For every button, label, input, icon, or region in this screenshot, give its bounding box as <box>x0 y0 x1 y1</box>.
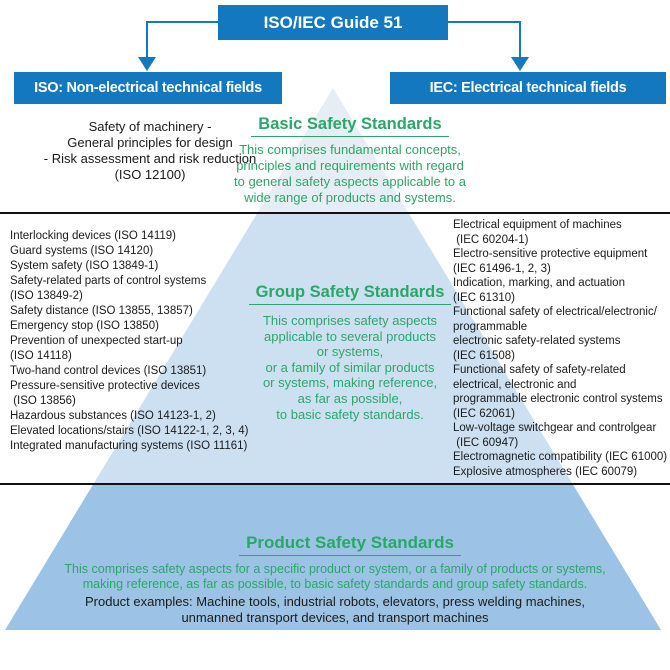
standard-item: (ISO 13849-2) <box>10 290 83 302</box>
iso-field-box: ISO: Non-electrical technical fields <box>14 72 282 104</box>
standard-item: Low-voltage switchgear and controlgear <box>453 422 657 434</box>
standard-item: Interlocking devices (ISO 14119) <box>10 230 176 242</box>
iec-field-box: IEC: Electrical technical fields <box>390 72 666 104</box>
pyramid-tier-product <box>5 483 661 630</box>
standard-item: (ISO 13856) <box>10 395 76 407</box>
standard-item: Hazardous substances (ISO 14123-1, 2) <box>10 410 216 422</box>
iec-group-standards-list: Electrical equipment of machines (IEC 60… <box>453 218 667 479</box>
standard-item: Prevention of unexpected start-up <box>10 335 183 347</box>
standard-item: Guard systems (ISO 14120) <box>10 245 154 257</box>
connector-right-vertical <box>519 21 521 58</box>
standard-item: Electrical equipment of machines <box>453 219 622 231</box>
iso-field-label: ISO: Non-electrical technical fields <box>34 80 262 96</box>
separator-group-product <box>0 483 670 485</box>
group-safety-standards-title: Group Safety Standards <box>230 283 470 305</box>
group-safety-standards-description: This comprises safety aspects applicable… <box>262 313 438 422</box>
basic-safety-standards-title: Basic Safety Standards <box>210 115 490 137</box>
standard-item: Indication, marking, and actuation <box>453 277 625 289</box>
standard-item: Integrated manufacturing systems (ISO 11… <box>10 440 248 452</box>
standard-item: Functional safety of electrical/electron… <box>453 306 657 318</box>
guide-51-label: ISO/IEC Guide 51 <box>263 12 403 32</box>
standard-item: Pressure-sensitive protective devices <box>10 380 200 392</box>
product-examples-text: Product examples: Machine tools, industr… <box>84 594 586 625</box>
standard-item: Explosive atmospheres (IEC 60079) <box>453 465 638 478</box>
standard-item: Emergency stop (ISO 13850) <box>10 320 159 332</box>
standard-item: (IEC 62061) <box>453 407 516 420</box>
standard-item: programmable <box>453 320 528 333</box>
arrow-down-icon <box>511 57 529 71</box>
standard-item: Functional safety of safety-related <box>453 364 626 376</box>
connector-right-horizontal <box>448 21 521 23</box>
standard-item: (IEC 60947) <box>453 436 519 449</box>
standard-item: electrical, electronic and <box>453 378 577 391</box>
connector-left-horizontal <box>147 21 218 23</box>
basic-safety-standards-description: This comprises fundamental concepts, pri… <box>234 142 466 205</box>
standard-item: (IEC 61508) <box>453 349 516 362</box>
product-safety-standards-title: Product Safety Standards <box>185 533 515 556</box>
standard-item: (ISO 14118) <box>10 350 72 362</box>
iec-field-label: IEC: Electrical technical fields <box>429 80 627 96</box>
standard-item: (IEC 61496-1, 2, 3) <box>453 262 551 275</box>
iso-12100-note: Safety of machinery - General principles… <box>43 119 257 182</box>
standard-item: Electromagnetic compatibility (IEC 61000… <box>453 451 668 463</box>
standard-item: electronic safety-related systems <box>453 335 621 347</box>
separator-basic-group <box>0 212 670 214</box>
connector-left-vertical <box>146 21 148 58</box>
guide-51-box: ISO/IEC Guide 51 <box>218 5 448 40</box>
standard-item: Safety-related parts of control systems <box>10 275 207 287</box>
product-safety-standards-description: This comprises safety aspects for a spec… <box>64 562 606 591</box>
standard-item: Safety distance (ISO 13855, 13857) <box>10 305 193 317</box>
standard-item: (IEC 61310) <box>453 291 516 304</box>
standard-item: Two-hand control devices (ISO 13851) <box>10 365 207 377</box>
standard-item: Electro-sensitive protective equipment <box>453 248 648 260</box>
arrow-down-icon <box>138 57 156 71</box>
iso-group-standards-list: Interlocking devices (ISO 14119) Guard sy… <box>10 229 248 454</box>
standard-item: programmable electronic control systems <box>453 393 663 405</box>
standard-item: Elevated locations/stairs (ISO 14122-1, … <box>10 425 249 437</box>
standard-item: System safety (ISO 13849-1) <box>10 260 159 272</box>
standard-item: (IEC 60204-1) <box>453 233 529 246</box>
